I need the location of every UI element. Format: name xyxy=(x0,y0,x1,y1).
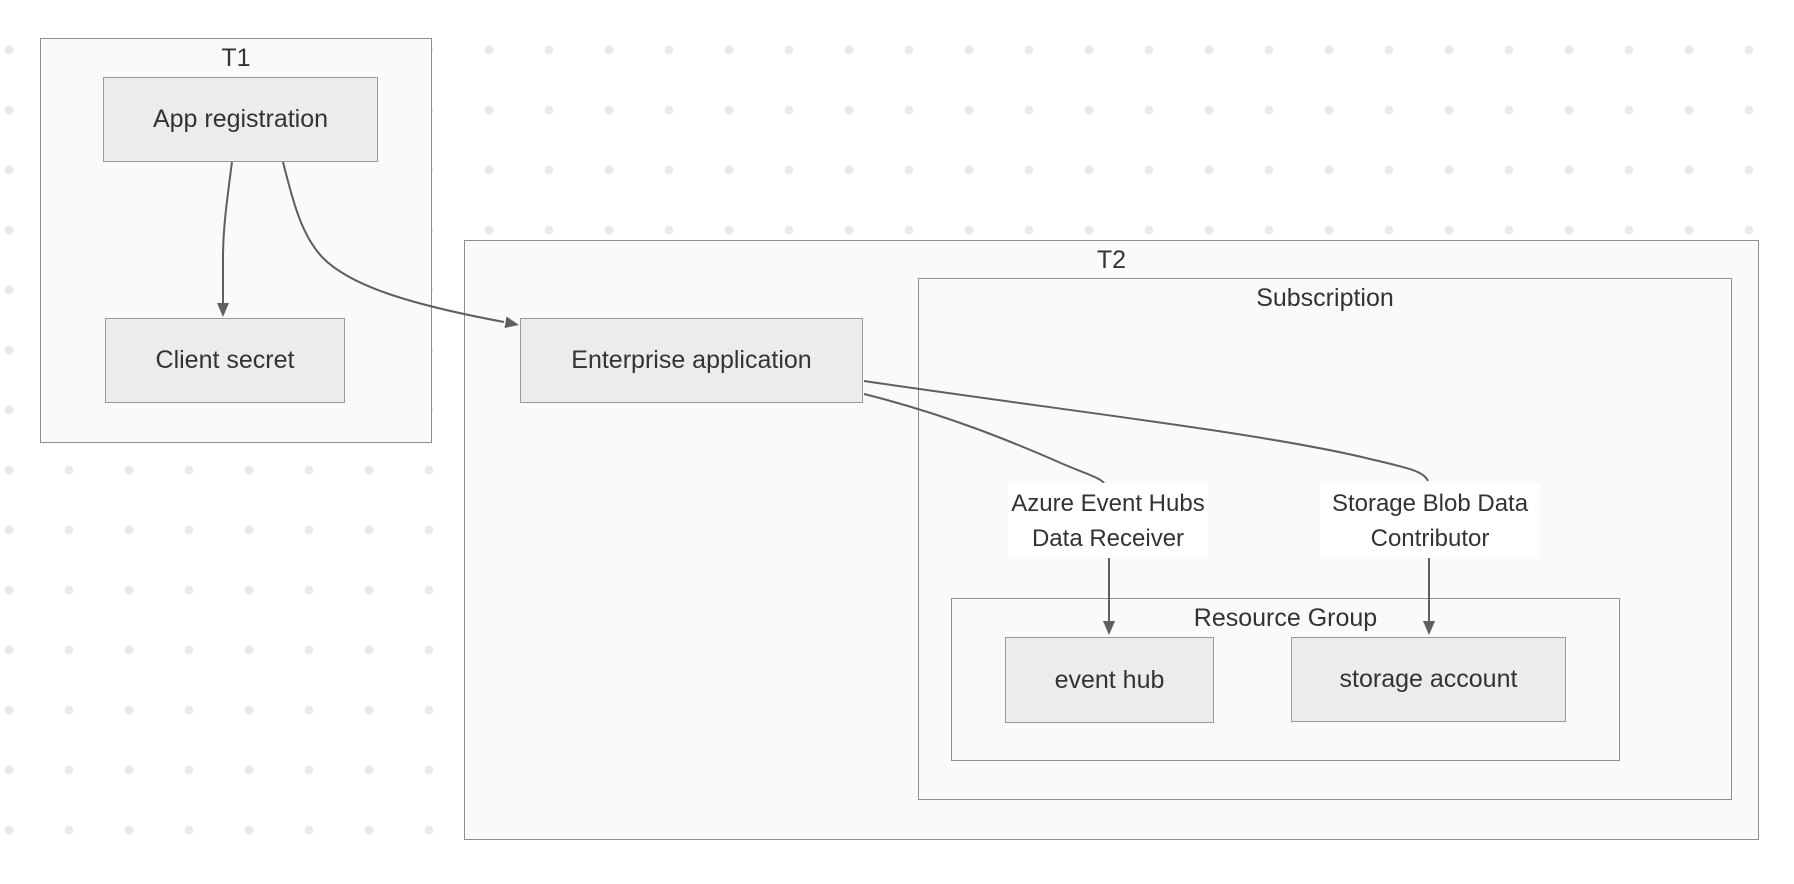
node-enterprise-application: Enterprise application xyxy=(520,318,863,403)
arrowhead-enterpriseapp xyxy=(504,316,519,328)
container-t1-label: T1 xyxy=(221,44,251,72)
node-label: App registration xyxy=(152,105,329,133)
node-app-registration: App registration xyxy=(103,77,378,162)
container-subscription-label: Subscription xyxy=(1256,284,1394,312)
node-event-hub: event hub xyxy=(1005,637,1214,723)
edge-label-line: Azure Event Hubs xyxy=(1011,489,1205,517)
edge-label-storage-blob-data-contributor: Storage Blob Data Contributor xyxy=(1320,483,1540,558)
container-resource-group-label: Resource Group xyxy=(1193,604,1378,632)
edge-label-line: Storage Blob Data xyxy=(1331,489,1529,517)
edge-appreg-to-enterpriseapp xyxy=(282,161,505,323)
arrowhead-eventhub xyxy=(1103,621,1115,635)
edge-appreg-to-clientsecret xyxy=(222,161,233,303)
node-label: storage account xyxy=(1339,665,1518,693)
arrowhead-storageaccount xyxy=(1423,621,1435,635)
edge-label-line: Data Receiver xyxy=(1031,524,1185,552)
edge-label-event-hubs-data-receiver: Azure Event Hubs Data Receiver xyxy=(1008,483,1208,558)
node-label: Enterprise application xyxy=(571,346,812,374)
node-storage-account: storage account xyxy=(1291,637,1566,722)
arrowhead-clientsecret xyxy=(217,303,229,317)
edge-enterpriseapp-to-eventhublabel xyxy=(863,393,1105,484)
node-label: Client secret xyxy=(155,346,295,374)
edge-label-line: Contributor xyxy=(1370,524,1490,552)
container-t2-label: T2 xyxy=(1096,246,1127,274)
node-label: event hub xyxy=(1054,665,1165,694)
edge-enterpriseapp-to-storagelabel xyxy=(863,380,1429,482)
node-client-secret: Client secret xyxy=(105,318,345,403)
